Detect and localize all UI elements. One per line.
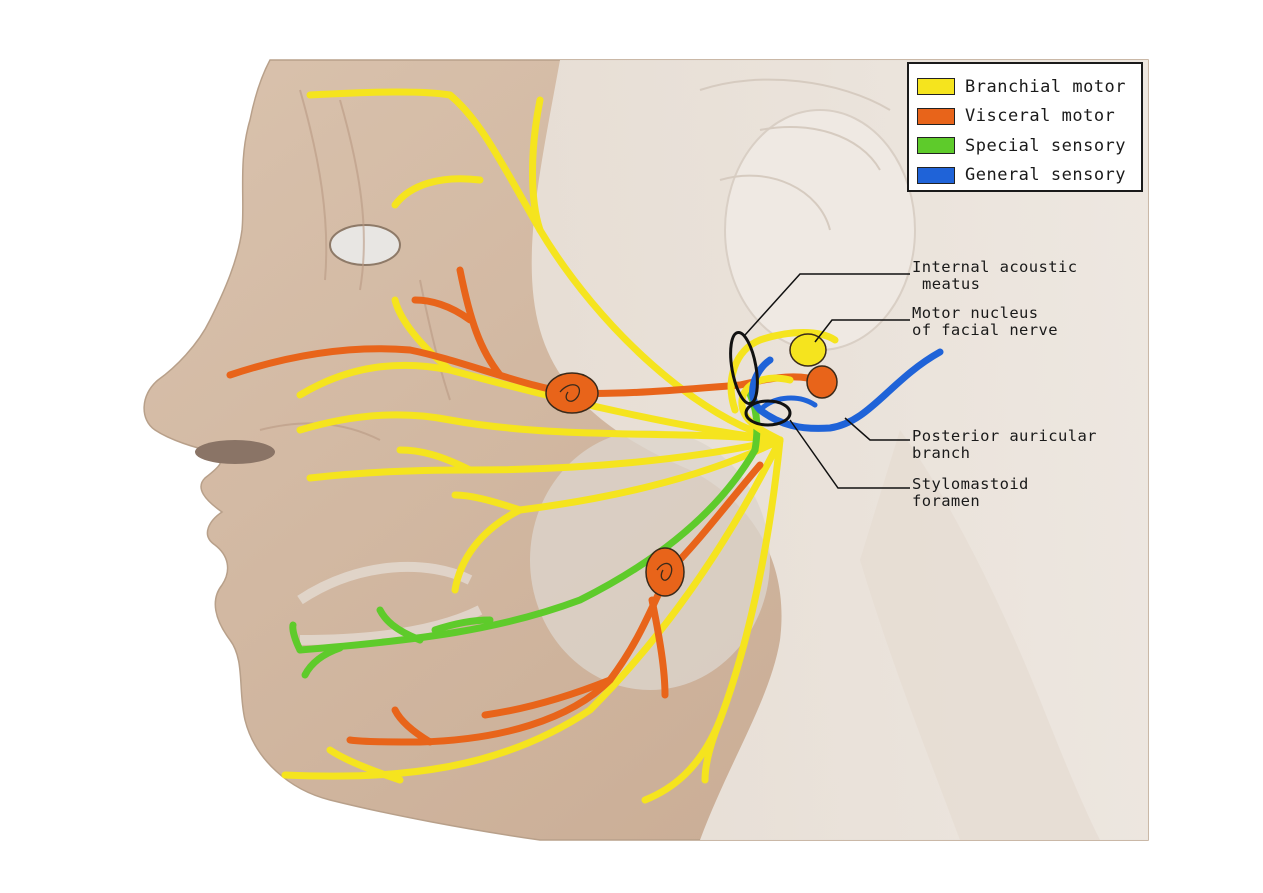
label-motor-nucleus: Motor nucleus of facial nerve	[912, 305, 1058, 339]
legend: Branchial motor Visceral motor Special s…	[907, 62, 1143, 192]
legend-swatch	[917, 78, 955, 96]
leader-stylomastoid	[789, 419, 910, 489]
label-line: branch	[912, 444, 971, 462]
ganglia	[545, 372, 685, 597]
label-line: Stylomastoid	[912, 475, 1029, 493]
label-stylomastoid-foramen: Stylomastoid foramen	[912, 476, 1029, 510]
legend-label: Visceral motor	[965, 106, 1116, 127]
general-sensory-branch	[749, 348, 944, 432]
special-sensory-branch	[289, 381, 761, 679]
label-line: Posterior auricular	[912, 427, 1097, 445]
motor-nucleus-orange	[806, 365, 838, 399]
label-internal-acoustic-meatus: Internal acoustic meatus	[912, 259, 1077, 293]
legend-swatch	[917, 107, 955, 125]
leader-motor-nucleus	[814, 319, 910, 343]
pterygopalatine-ganglion	[545, 372, 599, 414]
legend-swatch	[917, 137, 955, 155]
foramen-outline	[744, 399, 792, 427]
ear-region	[724, 109, 916, 351]
label-line: Internal acoustic	[912, 258, 1078, 276]
label-posterior-auricular-branch: Posterior auricular branch	[912, 428, 1097, 462]
label-line: foramen	[912, 492, 981, 510]
visceral-motor-branches	[226, 266, 812, 746]
muscle-striation	[259, 89, 451, 441]
branchial-motor-branches	[281, 88, 784, 804]
legend-item-visceral-motor: Visceral motor	[917, 102, 1133, 132]
eye	[329, 224, 401, 266]
leader-lines	[744, 273, 910, 489]
legend-item-general-sensory: General sensory	[917, 161, 1133, 191]
legend-swatch	[917, 166, 955, 184]
label-line: Motor nucleus	[912, 304, 1039, 322]
legend-item-special-sensory: Special sensory	[917, 131, 1133, 161]
leader-meatus	[744, 273, 910, 336]
legend-label: Special sensory	[965, 135, 1127, 156]
meatus-outline	[729, 330, 759, 406]
label-line: of facial nerve	[912, 321, 1058, 339]
legend-label: General sensory	[965, 165, 1127, 186]
submandibular-ganglion	[645, 547, 685, 597]
leader-posterior-auricular	[844, 417, 910, 441]
motor-nucleus-yellow	[789, 333, 827, 367]
legend-label: Branchial motor	[965, 76, 1127, 97]
nerve-origin	[727, 329, 944, 444]
neck-muscles	[860, 430, 1100, 840]
brain-folds	[699, 78, 891, 231]
nostril	[195, 440, 275, 464]
label-line: meatus	[922, 275, 981, 293]
head-illustration	[143, 59, 1149, 841]
legend-item-branchial-motor: Branchial motor	[917, 72, 1133, 102]
